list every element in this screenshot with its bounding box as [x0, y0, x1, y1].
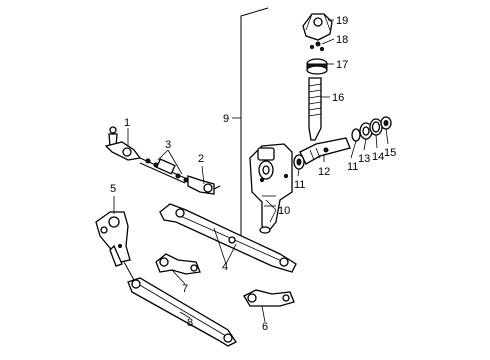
relay-rod-part-4: [159, 203, 297, 273]
callout-labels: 1 2 3 4 5 6 7 8 9 10 11 11 12 13 14 15 1…: [110, 15, 396, 333]
outer-tie-rod-end-part-1: [104, 126, 142, 161]
callout-14: 14: [372, 151, 384, 163]
callout-8: 8: [187, 317, 193, 329]
idler-arm-bracket-part-5: [95, 211, 131, 267]
callout-19: 19: [336, 15, 348, 27]
adjuster-sleeve-part-3: [139, 157, 189, 184]
sector-shaft-part-12: [299, 137, 351, 165]
callout-16: 16: [332, 92, 344, 104]
seal-part-11-left: [293, 154, 305, 170]
callout-11-left: 11: [294, 179, 305, 191]
drag-link-part-8: [123, 261, 237, 347]
callout-12: 12: [318, 166, 330, 178]
callout-10: 10: [278, 205, 290, 217]
callout-17: 17: [336, 59, 348, 71]
cap-part-15: [380, 116, 392, 130]
callout-18: 18: [336, 34, 348, 46]
fasteners-part-18: [309, 41, 325, 52]
callout-9: 9: [223, 113, 229, 125]
steering-gear-assembly: [249, 13, 392, 234]
inner-tie-rod-end-part-2: [187, 175, 221, 195]
worm-shaft-part-16: [308, 77, 322, 141]
pitman-arm-part-6: [243, 289, 295, 307]
top-cover-part-19: [302, 13, 333, 41]
callout-2: 2: [198, 153, 204, 165]
callout-5: 5: [110, 183, 116, 195]
ring-part-14: [369, 118, 383, 136]
seal-part-11-right: [351, 128, 361, 142]
callout-11-right: 11: [347, 161, 358, 173]
callout-7: 7: [182, 283, 188, 295]
gear-housing: [249, 143, 293, 234]
bearing-part-17: [306, 58, 328, 75]
callout-13: 13: [358, 153, 370, 165]
callout-3: 3: [165, 139, 171, 151]
callout-4: 4: [222, 261, 228, 273]
callout-15: 15: [384, 147, 396, 159]
leader-lines: [113, 19, 389, 323]
callout-6: 6: [262, 321, 268, 333]
callout-1: 1: [124, 117, 130, 129]
idler-arm-part-7: [155, 253, 201, 275]
